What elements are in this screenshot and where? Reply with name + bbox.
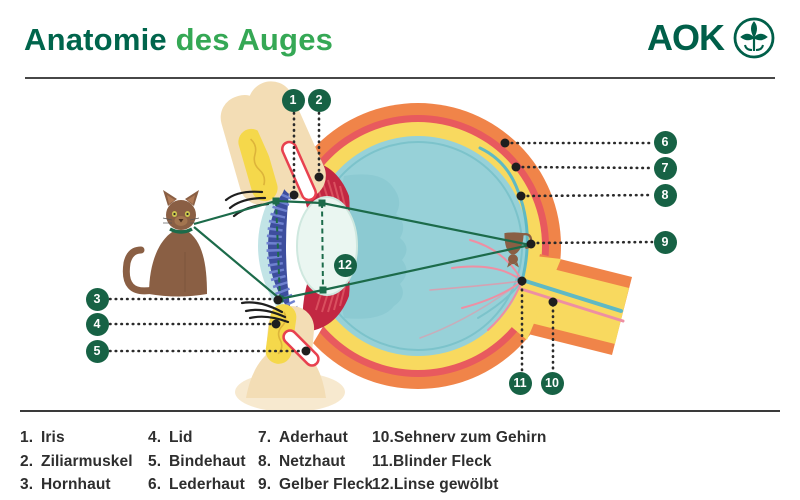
eye-diagram [108,81,654,410]
title-part-light: des Auges [166,22,334,57]
header-divider [25,77,775,79]
upper-eyelid [220,81,326,218]
page-title: Anatomie des Auges [24,22,333,58]
title-part-dark: Anatomie [24,22,167,57]
legend-item-3: 3.Hornhaut [20,476,111,493]
connector-lines [108,111,654,372]
legend-column: 7.Aderhaut 8.Netzhaut 9.Gelber Fleck [258,427,374,496]
legend-item-2: 2.Ziliarmuskel [20,452,133,470]
upper-lid-margin [280,140,318,202]
legend-item-9: 9.Gelber Fleck [258,476,374,493]
legend-item-5: 5.Bindehaut [148,452,246,470]
legend-column: 10.Sehnerv zum Gehirn 11.Blinder Fleck 12.… [372,427,780,496]
upper-lid-gland [238,128,278,202]
legend-item-1: 1.Iris [20,429,65,446]
lens-plane-dashed [321,202,324,291]
legend-item-10: 10.Sehnerv zum Gehirn [372,429,547,446]
iris-striations [266,178,298,314]
lower-eyelashes-icon [240,301,290,324]
legend: 1.Iris 2.Ziliarmuskel 3.Hornhaut 4.Lid 5.Bi… [20,410,780,496]
anchor-dots [271,138,558,356]
legend-item-7: 7.Aderhaut [258,429,348,446]
lower-eyelid [235,301,345,410]
legend-column: 1.Iris 2.Ziliarmuskel 3.Hornhaut [20,427,148,496]
legend-item-6: 6.Lederhaut [148,476,245,493]
optic-nerve [500,254,632,355]
legend-column: 4.Lid 5.Bindehaut 6.Lederhaut [148,427,258,496]
lower-lid-gland [265,304,297,364]
legend-item-11: 11.Blinder Fleck [372,452,492,470]
legend-item-8: 8.Netzhaut [258,452,346,470]
lower-lid-margin [282,329,320,367]
lens [296,196,358,296]
cat-collar [169,227,193,234]
aok-logo-text: AOK [647,17,725,58]
aok-emblem-icon [733,17,775,59]
aok-logo: AOK [647,16,776,60]
legend-item-4: 4.Lid [148,429,193,446]
cat-icon [126,190,207,297]
legend-item-12: 12.Linse gewölbt [372,476,499,493]
